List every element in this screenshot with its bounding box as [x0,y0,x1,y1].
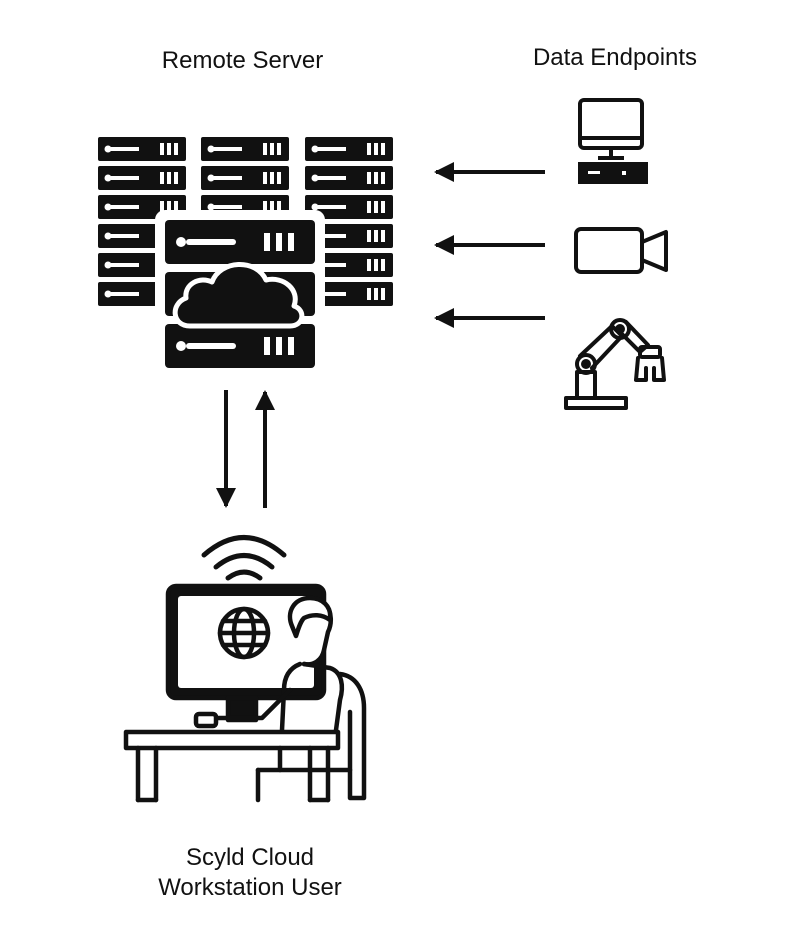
person-at-computer-icon [123,583,367,803]
server-unit [98,137,186,161]
globe-icon [217,606,271,660]
video-camera-icon [574,227,668,274]
workstation-user-label: Scyld Cloud Workstation User [120,843,380,903]
wifi-icon [201,535,287,581]
remote-server-label: Remote Server [161,47,324,74]
workstation-user-label-line1: Scyld Cloud [185,844,315,871]
server-unit [305,282,393,306]
data-endpoints-label: Data Endpoints [532,44,698,71]
workstation-user-label-line2: Workstation User [158,874,342,901]
robotic-arm-icon [564,318,666,410]
cloud-server-icon [155,210,325,374]
cloud-icon [172,262,305,329]
server-unit [201,137,289,161]
server-unit [305,166,393,190]
endpoint-arrows [434,162,545,328]
server-unit [305,195,393,219]
server-user-arrows [216,390,275,508]
server-unit [201,166,289,190]
desktop-computer-icon [578,98,648,184]
server-unit [305,137,393,161]
server-unit [98,166,186,190]
